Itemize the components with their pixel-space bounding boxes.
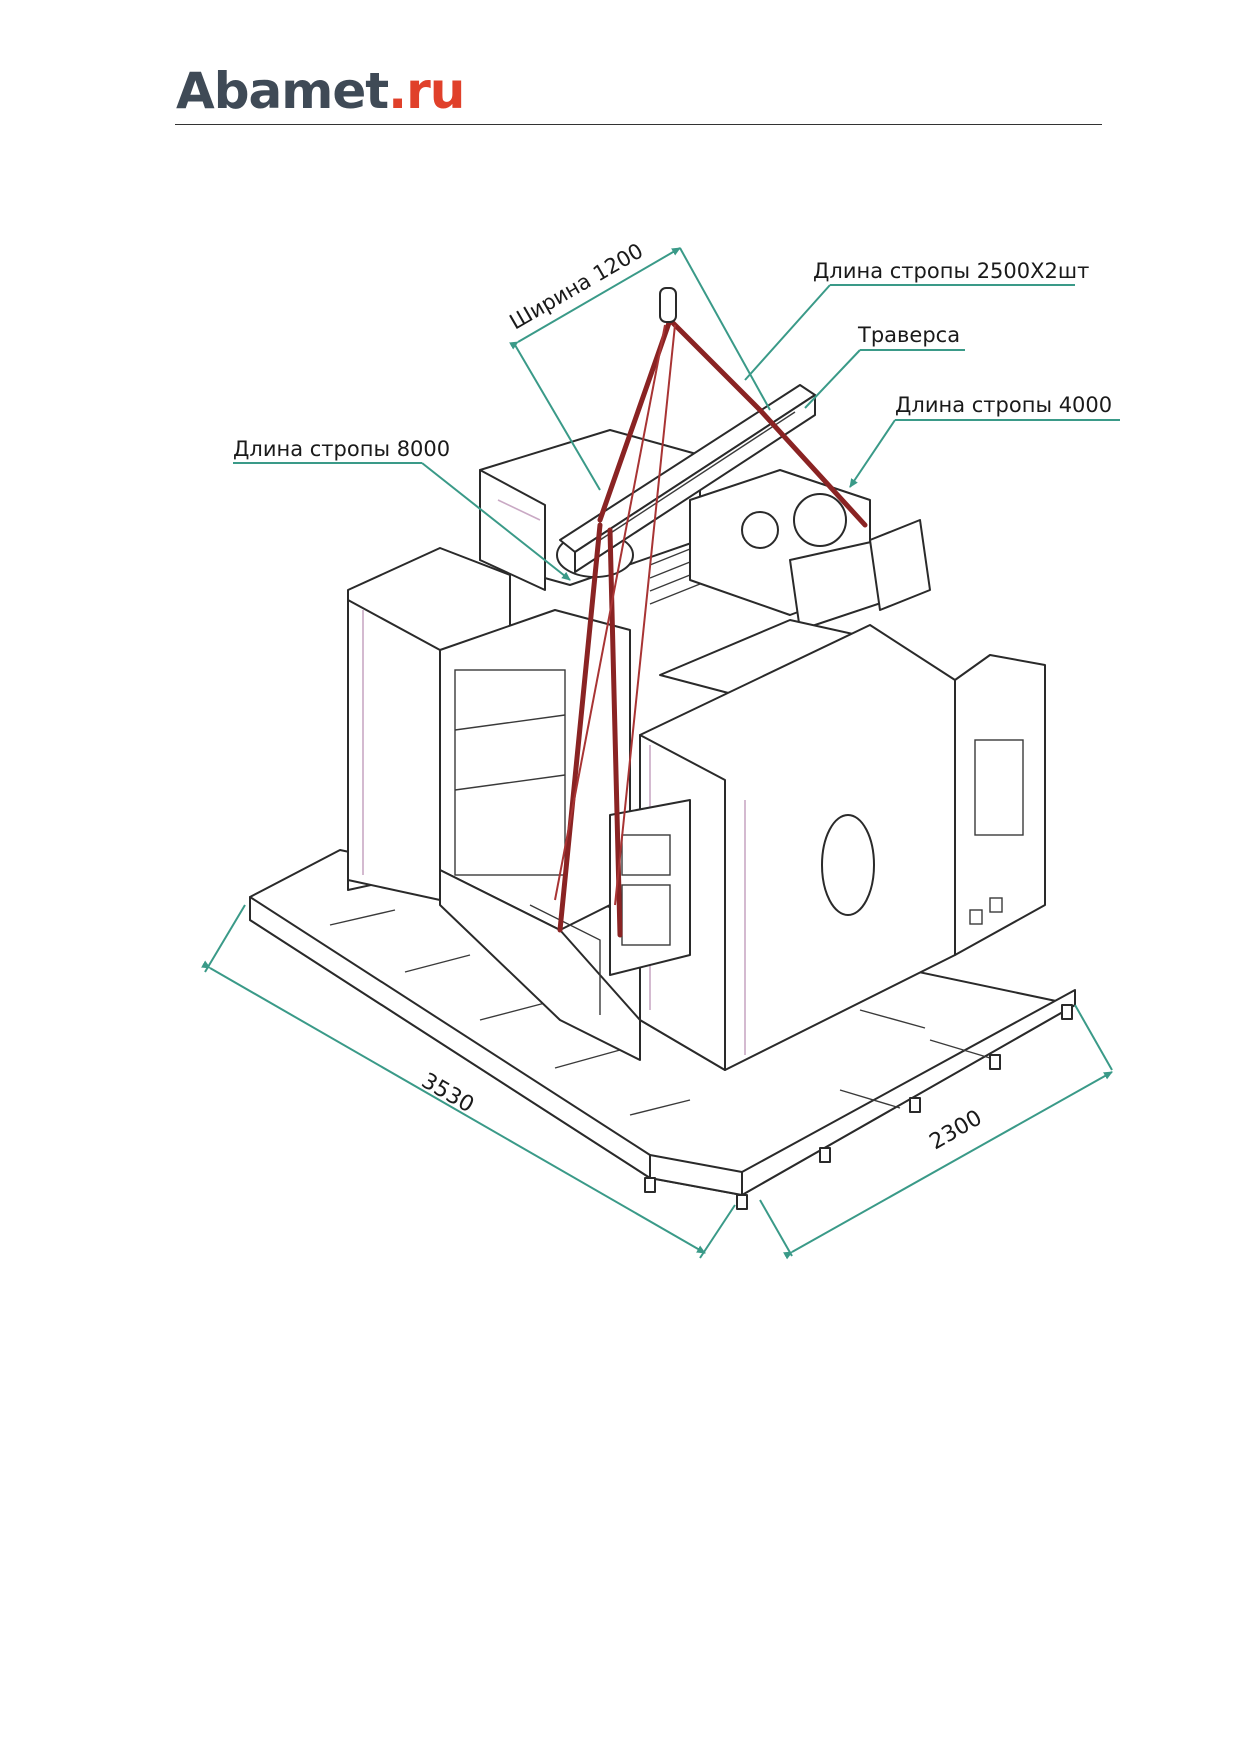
label-width: Ширина 1200 bbox=[506, 239, 648, 335]
dimension-length: 3530 bbox=[417, 1069, 478, 1119]
abamet-logo: Abamet.ru bbox=[176, 66, 465, 116]
label-sling-2500: Длина стропы 2500Х2шт bbox=[813, 259, 1089, 283]
label-traverse: Траверса bbox=[857, 323, 960, 347]
label-sling-8000: Длина стропы 8000 bbox=[233, 437, 450, 461]
label-sling-4000: Длина стропы 4000 bbox=[895, 393, 1112, 417]
header-rule bbox=[175, 124, 1102, 125]
slings bbox=[554, 287, 868, 938]
traverse-beam bbox=[559, 384, 816, 573]
leader-lines bbox=[233, 284, 1120, 581]
logo-main-text: Abamet bbox=[176, 62, 389, 120]
dimension-lines bbox=[201, 247, 1113, 1260]
logo-suffix-text: .ru bbox=[388, 62, 465, 120]
